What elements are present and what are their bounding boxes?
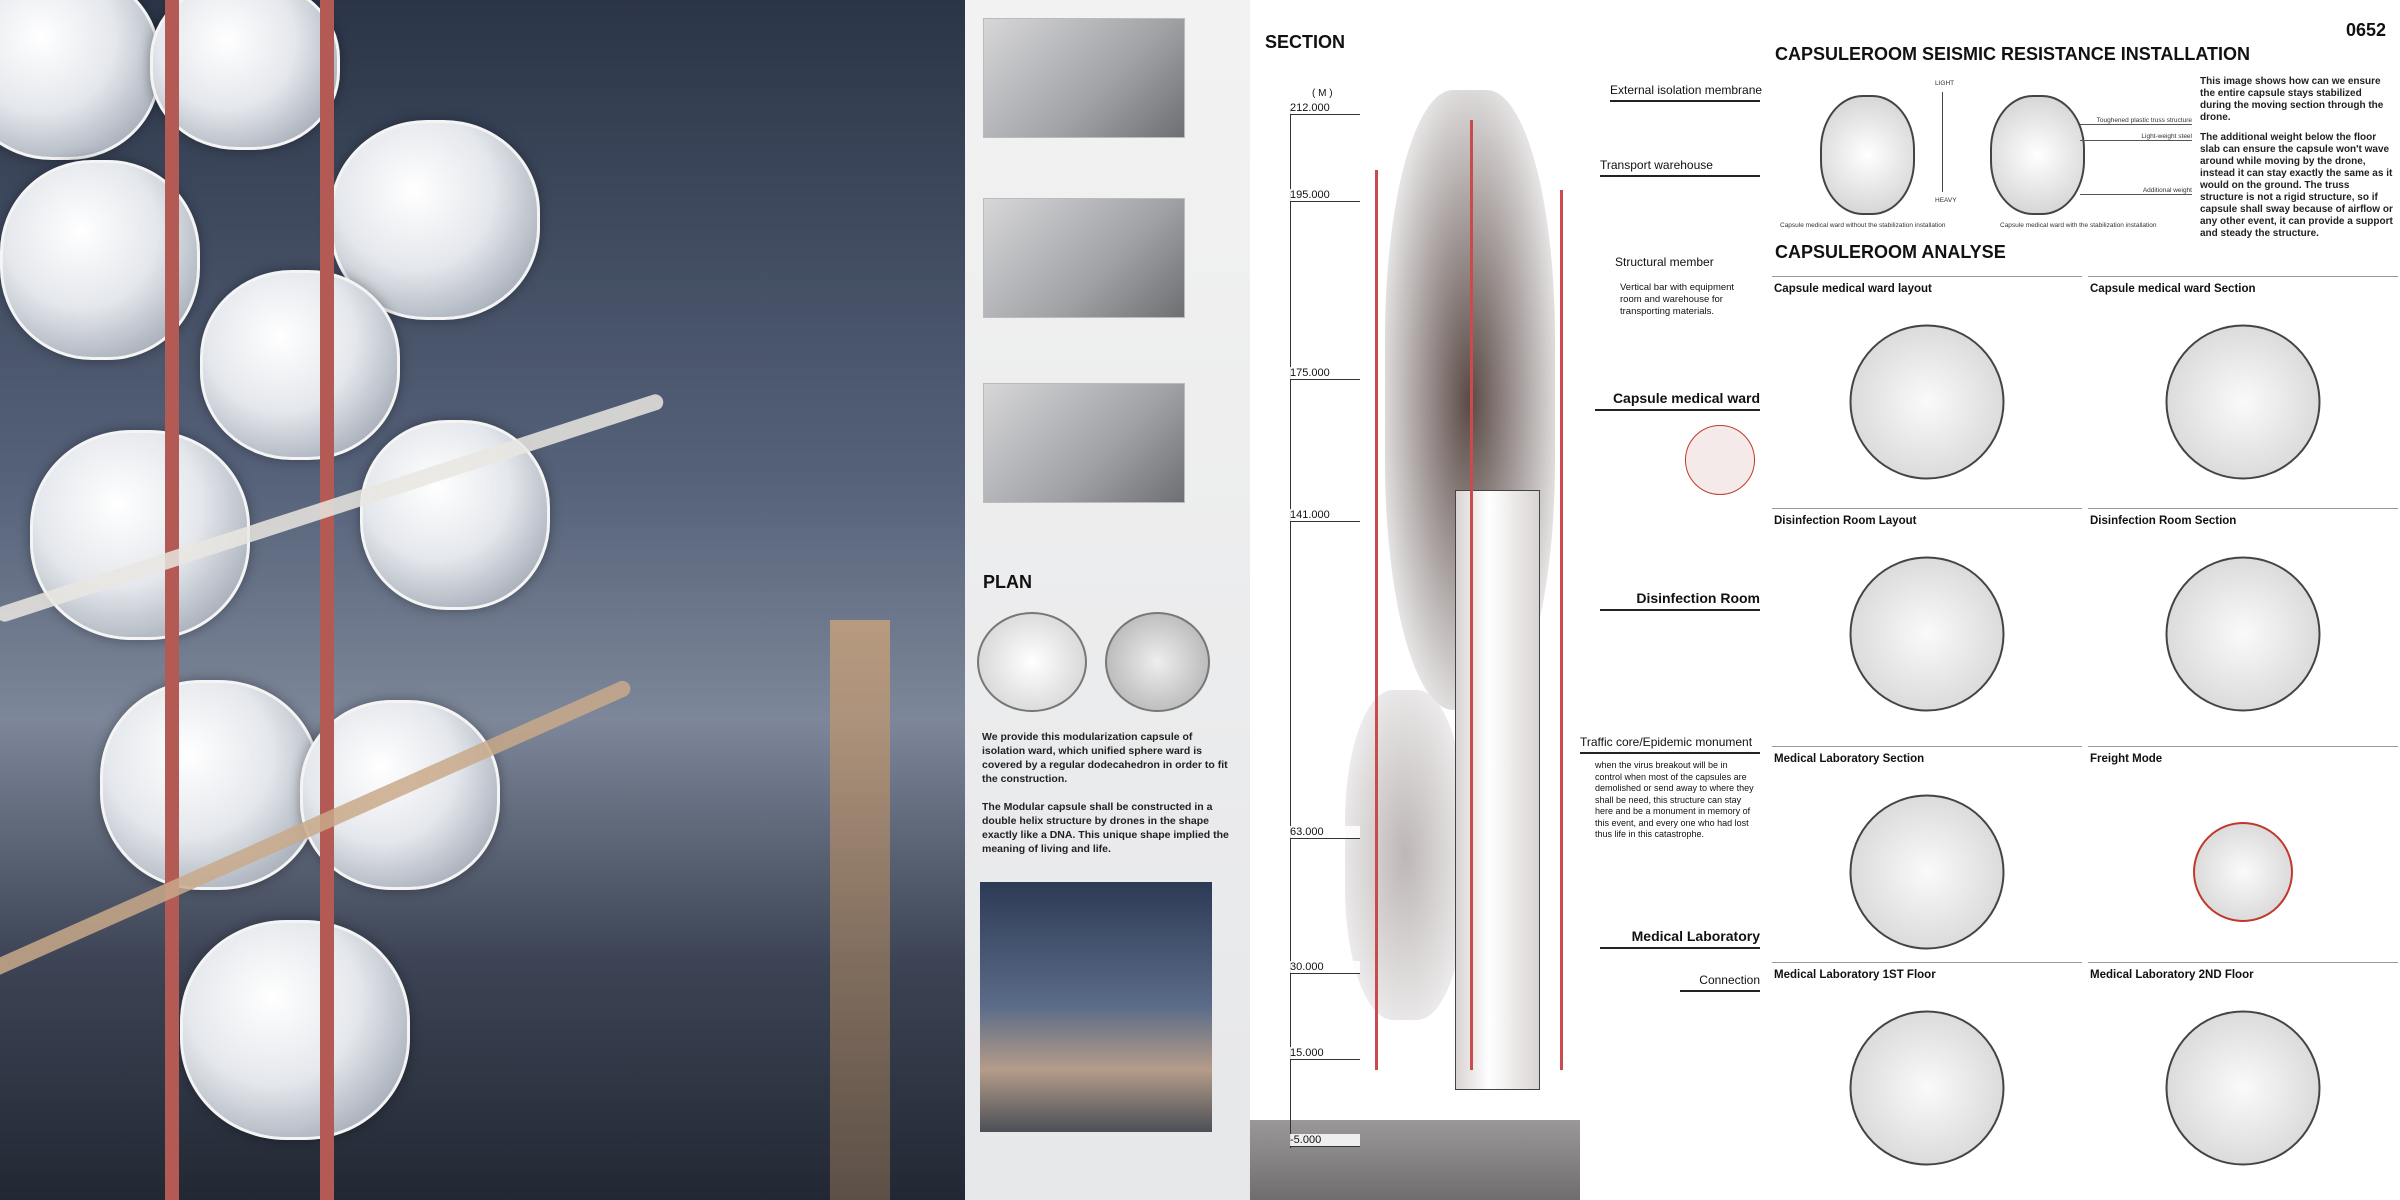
interior-photo xyxy=(983,198,1185,318)
label-transport-warehouse: Transport warehouse xyxy=(1600,158,1760,177)
interior-photo xyxy=(983,383,1185,503)
capsule-pod xyxy=(200,270,400,460)
callout: Additional weight xyxy=(2080,187,2192,195)
seismic-paragraph: The additional weight below the floor sl… xyxy=(2200,132,2393,239)
plan-paragraph: We provide this modularization capsule o… xyxy=(982,731,1228,785)
plan-drawing xyxy=(2165,1010,2321,1166)
capsule-pod xyxy=(30,430,250,640)
plan-diagram xyxy=(1105,612,1210,712)
elevation-label: 30.000 xyxy=(1290,961,1360,974)
capsule-pod xyxy=(150,0,340,150)
capsule-with-stabilization xyxy=(1990,95,2085,215)
analysis-column: 0652 CAPSULEROOM SEISMIC RESISTANCE INST… xyxy=(1760,0,2400,1200)
panel-title: Medical Laboratory Section xyxy=(1774,753,1925,765)
traffic-core xyxy=(1455,490,1540,1090)
panel-lab-1st-floor: Medical Laboratory 1ST Floor xyxy=(1772,962,2082,1187)
structural-pole xyxy=(320,0,334,1200)
panel-title: Medical Laboratory 1ST Floor xyxy=(1774,969,1936,981)
structural-pole xyxy=(165,0,179,1200)
capsule-ward-diagram xyxy=(1685,425,1755,495)
distant-tower xyxy=(830,620,890,1200)
panel-freight-mode: Freight Mode xyxy=(2088,746,2398,971)
elevation-label: 63.000 xyxy=(1290,826,1360,839)
capsule-without-stabilization xyxy=(1820,95,1915,215)
structural-member-desc: Vertical bar with equipment room and war… xyxy=(1620,282,1735,317)
red-structural-member xyxy=(1560,190,1563,1070)
panel-lab-2nd-floor: Medical Laboratory 2ND Floor xyxy=(2088,962,2398,1187)
elevation-label: 212.000 xyxy=(1290,102,1360,115)
panel-title: Freight Mode xyxy=(2090,753,2163,765)
callout: Light-weight steel xyxy=(2080,133,2192,141)
panel-title: Medical Laboratory 2ND Floor xyxy=(2090,969,2254,981)
label-capsule-ward: Capsule medical ward xyxy=(1595,390,1760,411)
traffic-core-desc: when the virus breakout will be in contr… xyxy=(1595,760,1754,839)
section-drawing xyxy=(2165,556,2321,712)
caption-with: Capsule medical ward with the stabilizat… xyxy=(2000,222,2157,229)
plan-drawing xyxy=(1849,556,2005,712)
panel-title: Capsule medical ward Section xyxy=(2090,283,2256,295)
label-traffic-core: Traffic core/Epidemic monument xyxy=(1580,735,1760,754)
elevation-label: 15.000 xyxy=(1290,1047,1360,1060)
plan-drawing xyxy=(1849,324,2005,480)
capsule-pod xyxy=(100,680,320,890)
elevation-label: 175.000 xyxy=(1290,367,1360,380)
axis-bottom: HEAVY xyxy=(1935,197,1957,204)
red-structural-member xyxy=(1375,170,1378,1070)
panel-ward-layout: Capsule medical ward layout xyxy=(1772,276,2082,501)
capsule-pod xyxy=(180,920,410,1140)
callout: Toughened plastic truss structure xyxy=(2080,117,2192,125)
label-external-membrane: External isolation membrane xyxy=(1610,83,1762,102)
label-medical-lab: Medical Laboratory xyxy=(1600,928,1760,949)
seismic-title: CAPSULEROOM SEISMIC RESISTANCE INSTALLAT… xyxy=(1775,44,2251,64)
capsule-cluster xyxy=(1345,690,1465,1020)
section-drawing xyxy=(2165,324,2321,480)
elevation-label: 141.000 xyxy=(1290,509,1360,522)
section-drawing xyxy=(1849,794,2005,950)
axis-top: LIGHT xyxy=(1935,80,1955,87)
plan-title: PLAN xyxy=(983,572,1032,592)
elevation-label: -5.000 xyxy=(1290,1134,1360,1147)
panel-disinfection-section: Disinfection Room Section xyxy=(2088,508,2398,733)
label-disinfection-room: Disinfection Room xyxy=(1600,590,1760,611)
ground xyxy=(1250,1120,1580,1200)
plan-drawing xyxy=(1849,1010,2005,1166)
night-render xyxy=(980,882,1212,1132)
hero-render xyxy=(0,0,965,1200)
sheet-number: 0652 xyxy=(2345,20,2386,40)
panel-ward-section: Capsule medical ward Section xyxy=(2088,276,2398,501)
elevation-axis xyxy=(1290,108,1291,1148)
capsule-pod xyxy=(0,0,160,160)
tower-section xyxy=(1345,90,1575,1120)
red-structural-member xyxy=(1470,120,1473,1070)
weight-axis xyxy=(1942,92,1943,192)
caption-without: Capsule medical ward without the stabili… xyxy=(1780,222,1946,229)
label-structural-member: Structural member xyxy=(1615,255,1714,269)
panel-title: Capsule medical ward layout xyxy=(1774,283,1932,295)
panel-title: Disinfection Room Layout xyxy=(1774,515,1917,527)
interior-photo xyxy=(983,18,1185,138)
label-connection: Connection xyxy=(1680,973,1760,992)
plan-diagram xyxy=(977,612,1087,712)
plan-column: PLAN We provide this modularization caps… xyxy=(965,0,1250,1200)
unit-label: ( M ) xyxy=(1312,88,1333,99)
section-drawing: SECTION ( M ) 212.000 195.000 175.000 14… xyxy=(1250,0,1762,1200)
section-title: SECTION xyxy=(1265,32,1346,52)
analyse-title: CAPSULEROOM ANALYSE xyxy=(1775,242,2006,262)
panel-title: Disinfection Room Section xyxy=(2090,515,2237,527)
panel-lab-section: Medical Laboratory Section xyxy=(1772,746,2082,971)
plan-paragraph: The Modular capsule shall be constructed… xyxy=(982,801,1229,855)
elevation-label: 195.000 xyxy=(1290,189,1360,202)
seismic-paragraph: This image shows how can we ensure the e… xyxy=(2200,76,2384,123)
capsule-pod xyxy=(330,120,540,320)
panel-disinfection-layout: Disinfection Room Layout xyxy=(1772,508,2082,733)
freight-diagram xyxy=(2193,822,2293,923)
